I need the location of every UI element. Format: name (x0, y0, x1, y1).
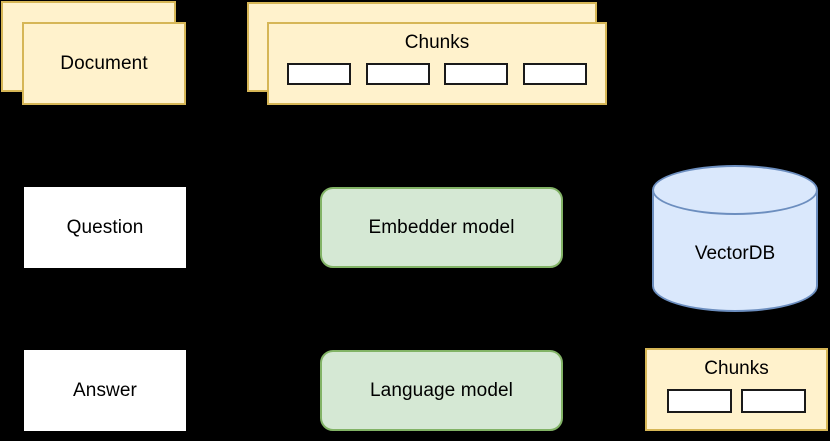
document-to-chunks-arrow (186, 46, 270, 82)
question-label: Question (66, 216, 144, 238)
embedder-model-label: Embedder model (368, 216, 515, 238)
answer-label: Answer (73, 379, 137, 401)
chunk-slot[interactable] (365, 63, 430, 85)
document-label: Document (60, 52, 148, 74)
chunk-slot[interactable] (667, 389, 732, 413)
question-node[interactable]: Question (24, 187, 186, 268)
chunks-top-label: Chunks (404, 32, 470, 53)
chunk-slot[interactable] (444, 63, 509, 85)
cylinder-top-ellipse (652, 165, 818, 215)
language-model-label: Language model (370, 379, 513, 401)
chunk-slot[interactable] (741, 389, 806, 413)
chunks-bottom-slot-row (667, 389, 806, 413)
language-model-node[interactable]: Language model (320, 350, 563, 431)
document-node[interactable]: Document (22, 22, 186, 105)
embedder-model-node[interactable]: Embedder model (320, 187, 563, 268)
chunks-bottom-label: Chunks (704, 358, 769, 379)
chunk-slot[interactable] (522, 63, 587, 85)
arrow-icon (186, 56, 251, 72)
chunks-top-slot-row (287, 63, 587, 85)
chunks-top-node[interactable]: Chunks (267, 22, 607, 105)
answer-node[interactable]: Answer (24, 350, 186, 431)
chunks-bottom-node[interactable]: Chunks (645, 348, 828, 431)
vector-db-label: VectorDB (694, 243, 776, 264)
chunk-slot[interactable] (287, 63, 351, 85)
vector-db-node[interactable]: VectorDB (652, 165, 818, 312)
